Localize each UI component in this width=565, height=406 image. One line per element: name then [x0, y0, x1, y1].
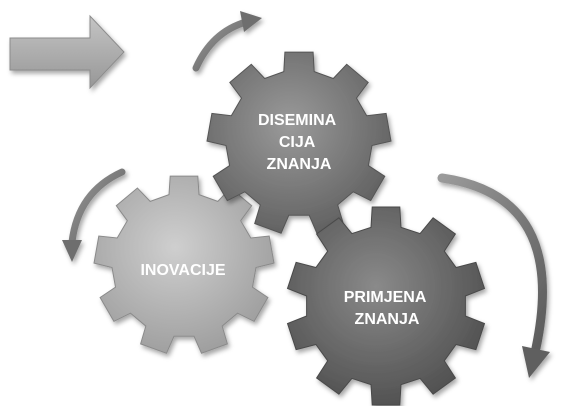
gear-innovation [93, 175, 275, 354]
dissemination-label-line-3: ZNANJA [267, 156, 332, 173]
dissemination-label-line-1: DISEMINA [258, 112, 337, 129]
innovation-label-line-1: INOVACIJE [140, 262, 225, 279]
block-arrow [9, 14, 125, 90]
curved-arrow-top [192, 11, 262, 72]
curved-arrow-left [62, 168, 126, 262]
gear-application [286, 206, 486, 406]
gear-application-label: PRIMJENA ZNANJA [344, 289, 431, 328]
curved-arrow-right [437, 173, 550, 378]
gear-dissemination-label: DISEMINA CIJA ZNANJA [258, 112, 340, 173]
application-label-line-2: ZNANJA [355, 311, 420, 328]
gear-innovation-label: INOVACIJE [140, 262, 225, 279]
dissemination-label-line-2: CIJA [279, 134, 316, 151]
application-label-line-1: PRIMJENA [344, 289, 427, 306]
